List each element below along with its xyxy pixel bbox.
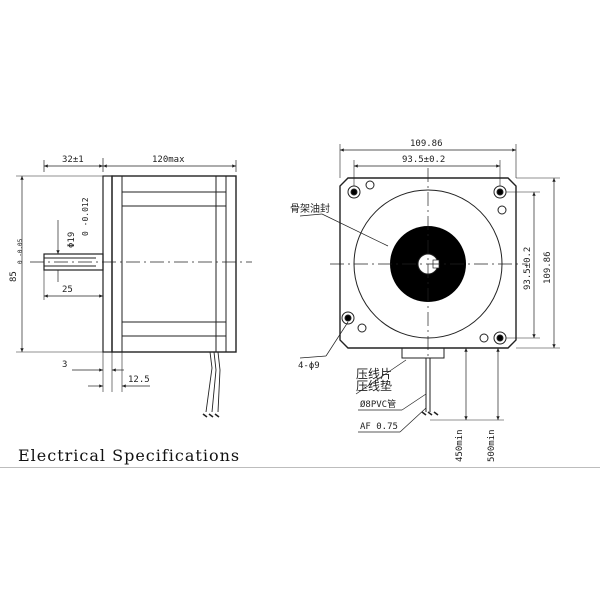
- dim-flange-thickness: 12.5: [128, 375, 150, 385]
- label-wire-gauge: AF 0.75: [360, 422, 398, 432]
- mounting-flange: [102, 175, 113, 353]
- lead-wires: [205, 351, 221, 413]
- dim-hole-spacing-v: 93.5±0.2: [523, 247, 533, 290]
- label-mounting-holes: 4-ϕ9: [298, 361, 320, 371]
- motor-body: [111, 175, 237, 353]
- dim-shaft-offset: 32±1: [62, 155, 84, 165]
- label-wire-pad: 压线垫: [356, 378, 392, 393]
- cable-exit: [401, 347, 445, 359]
- dim-shaft-diameter-tol: 0 -0.012: [81, 197, 90, 236]
- dim-lead-length-2: 500min: [487, 429, 497, 462]
- section-divider: [0, 467, 600, 468]
- dim-shaft-diameter: Φ19: [67, 232, 77, 248]
- dim-lead-length-1: 450min: [455, 429, 465, 462]
- dim-shaft-length: 25: [62, 285, 73, 295]
- dim-hole-spacing-h: 93.5±0.2: [402, 155, 445, 165]
- label-oil-seal: 骨架油封: [290, 202, 330, 215]
- front-flange-outline: [339, 177, 517, 349]
- front-view: [299, 144, 560, 433]
- label-pvc-tube: Ø8PVC管: [360, 398, 396, 410]
- label-wire-clamp: 压线片: [356, 367, 392, 381]
- dim-outer-height: 109.86: [543, 251, 553, 284]
- section-heading: Electrical Specifications: [18, 446, 241, 465]
- side-view-labels: 32±1 120max 85 0 -0.05 Φ19 0 -0.012 25 3…: [9, 155, 185, 385]
- dim-body-height: 85: [9, 271, 19, 282]
- dim-body-height-tol: 0 -0.05: [17, 238, 24, 264]
- side-view: [16, 158, 252, 418]
- dim-body-length: 120max: [152, 155, 185, 165]
- dim-outer-width: 109.86: [410, 139, 443, 149]
- mounting-holes: [341, 180, 507, 345]
- front-view-labels: 109.86 93.5±0.2 93.5±0.2 109.86 骨架油封 4-ϕ…: [290, 139, 553, 462]
- dim-flange: 3: [62, 360, 67, 370]
